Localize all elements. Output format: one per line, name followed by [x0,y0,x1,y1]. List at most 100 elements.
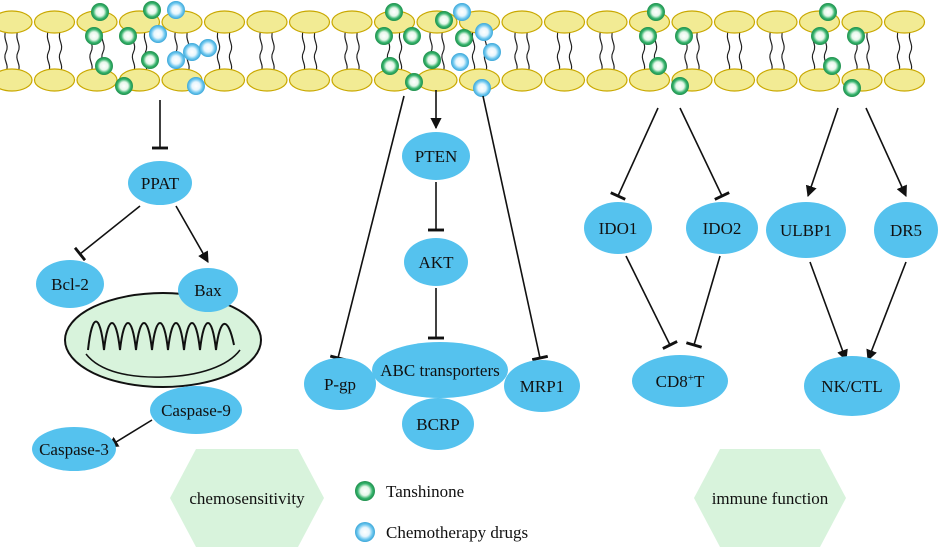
node-ulbp1-label: ULBP1 [780,221,832,240]
node-nkctl-label: NK/CTL [821,377,882,396]
lipid-head [756,10,798,34]
legend: Tanshinone Chemotherapy drugs [355,481,528,542]
chemo-drug-molecule-icon [167,51,185,69]
lipid-head [203,68,246,92]
lipid-head [0,68,33,92]
edge-ido1-cd8 [625,255,678,350]
node-bax: Bax [178,268,238,312]
edge-ido2-cd8 [685,255,721,349]
tanshinone-molecule-icon [95,57,113,75]
tanshinone-molecule-icon [843,79,861,97]
lipid-head [246,10,288,34]
chemo-drug-molecule-icon [149,25,167,43]
tanshinone-molecule-icon [85,27,103,45]
tanshinone-molecule-icon [119,27,137,45]
outcome-chemosensitivity-label: chemosensitivity [189,489,305,508]
lipid-head [713,68,756,92]
node-ido1: IDO1 [584,202,652,254]
node-bax-label: Bax [194,281,222,300]
lipid-head [756,68,798,92]
tanshinone-molecule-icon [435,11,453,29]
lipid-head [586,68,628,92]
edge-membrane-mrp1 [482,95,549,362]
outcome-immune-function-label: immune function [712,489,829,508]
node-akt-label: AKT [419,253,455,272]
tanshinone-molecule-icon [671,77,689,95]
node-akt: AKT [404,238,468,286]
tanshinone-molecule-icon [381,57,399,75]
chemo-drug-molecule-icon [475,23,493,41]
edge-membrane-pgp [329,95,405,362]
lipid-head [543,68,586,92]
edge-ppat-bcl2 [73,205,141,262]
lipid-tail [726,29,743,73]
node-abc-transporters: ABC transporters [372,342,508,398]
lipid-tail [259,29,275,73]
lipid-head [543,10,586,34]
node-mrp1: MRP1 [504,360,580,412]
edge-casp9-casp3 [107,419,153,448]
tanshinone-molecule-icon [141,51,159,69]
lipid-tail [301,29,318,73]
tanshinone-molecule-icon [403,27,421,45]
lipid-tail [4,29,20,73]
lipid-head [203,10,246,34]
chemo-drug-icon [355,522,375,542]
tanshinone-molecule-icon [647,3,665,21]
node-caspase9-label: Caspase-9 [161,401,231,420]
tanshinone-molecule-icon [819,3,837,21]
tanshinone-icon [355,481,375,501]
drug-molecules [85,1,865,97]
node-abc-label: ABC transporters [380,361,499,380]
node-bcl2-label: Bcl-2 [51,275,89,294]
cell-membrane [0,10,926,92]
node-bcl2: Bcl-2 [36,260,104,308]
legend-tanshinone: Tanshinone [355,481,464,501]
node-dr5: DR5 [874,202,938,258]
lipid-tail [896,29,913,73]
node-mrp1-label: MRP1 [520,377,564,396]
edge-membrane-dr5 [865,107,907,198]
node-dr5-label: DR5 [890,221,922,240]
tanshinone-molecule-icon [847,27,865,45]
node-cd8t-label: CD8+T [656,372,705,391]
edge-membrane-ido2 [679,107,730,201]
edge-membrane-ido1 [610,107,659,201]
tanshinone-molecule-icon [143,1,161,19]
edge-membrane-ulbp1 [805,107,839,198]
lipid-head [883,10,926,34]
lipid-tail [769,29,785,73]
chemo-drug-molecule-icon [451,53,469,71]
lipid-head [33,68,76,92]
lipid-tail [556,29,573,73]
tanshinone-molecule-icon [91,3,109,21]
tanshinone-molecule-icon [639,27,657,45]
node-pten-label: PTEN [415,147,458,166]
outcome-immune-function: immune function [694,449,846,547]
tanshinone-molecule-icon [823,57,841,75]
chemo-drug-molecule-icon [473,79,491,97]
lipid-head [501,10,543,34]
lipid-head [33,10,76,34]
lipid-head [288,68,331,92]
lipid-head [288,10,331,34]
node-ulbp1: ULBP1 [766,202,846,258]
node-ppat-label: PPAT [141,174,180,193]
tanshinone-molecule-icon [385,3,403,21]
tanshinone-molecule-icon [455,29,473,47]
tanshinone-molecule-icon [375,27,393,45]
legend-chemo: Chemotherapy drugs [355,522,528,542]
chemo-drug-molecule-icon [187,77,205,95]
outcome-chemosensitivity: chemosensitivity [170,449,324,547]
lipid-tail [599,29,615,73]
legend-tanshinone-label: Tanshinone [386,482,464,501]
lipid-head [501,68,543,92]
lipid-head [76,68,118,92]
chemo-drug-molecule-icon [183,43,201,61]
node-caspase3: Caspase-3 [32,427,116,471]
legend-chemo-label: Chemotherapy drugs [386,523,528,542]
node-pten: PTEN [402,132,470,180]
node-ido2: IDO2 [686,202,758,254]
chemo-drug-molecule-icon [483,43,501,61]
lipid-head [246,68,288,92]
